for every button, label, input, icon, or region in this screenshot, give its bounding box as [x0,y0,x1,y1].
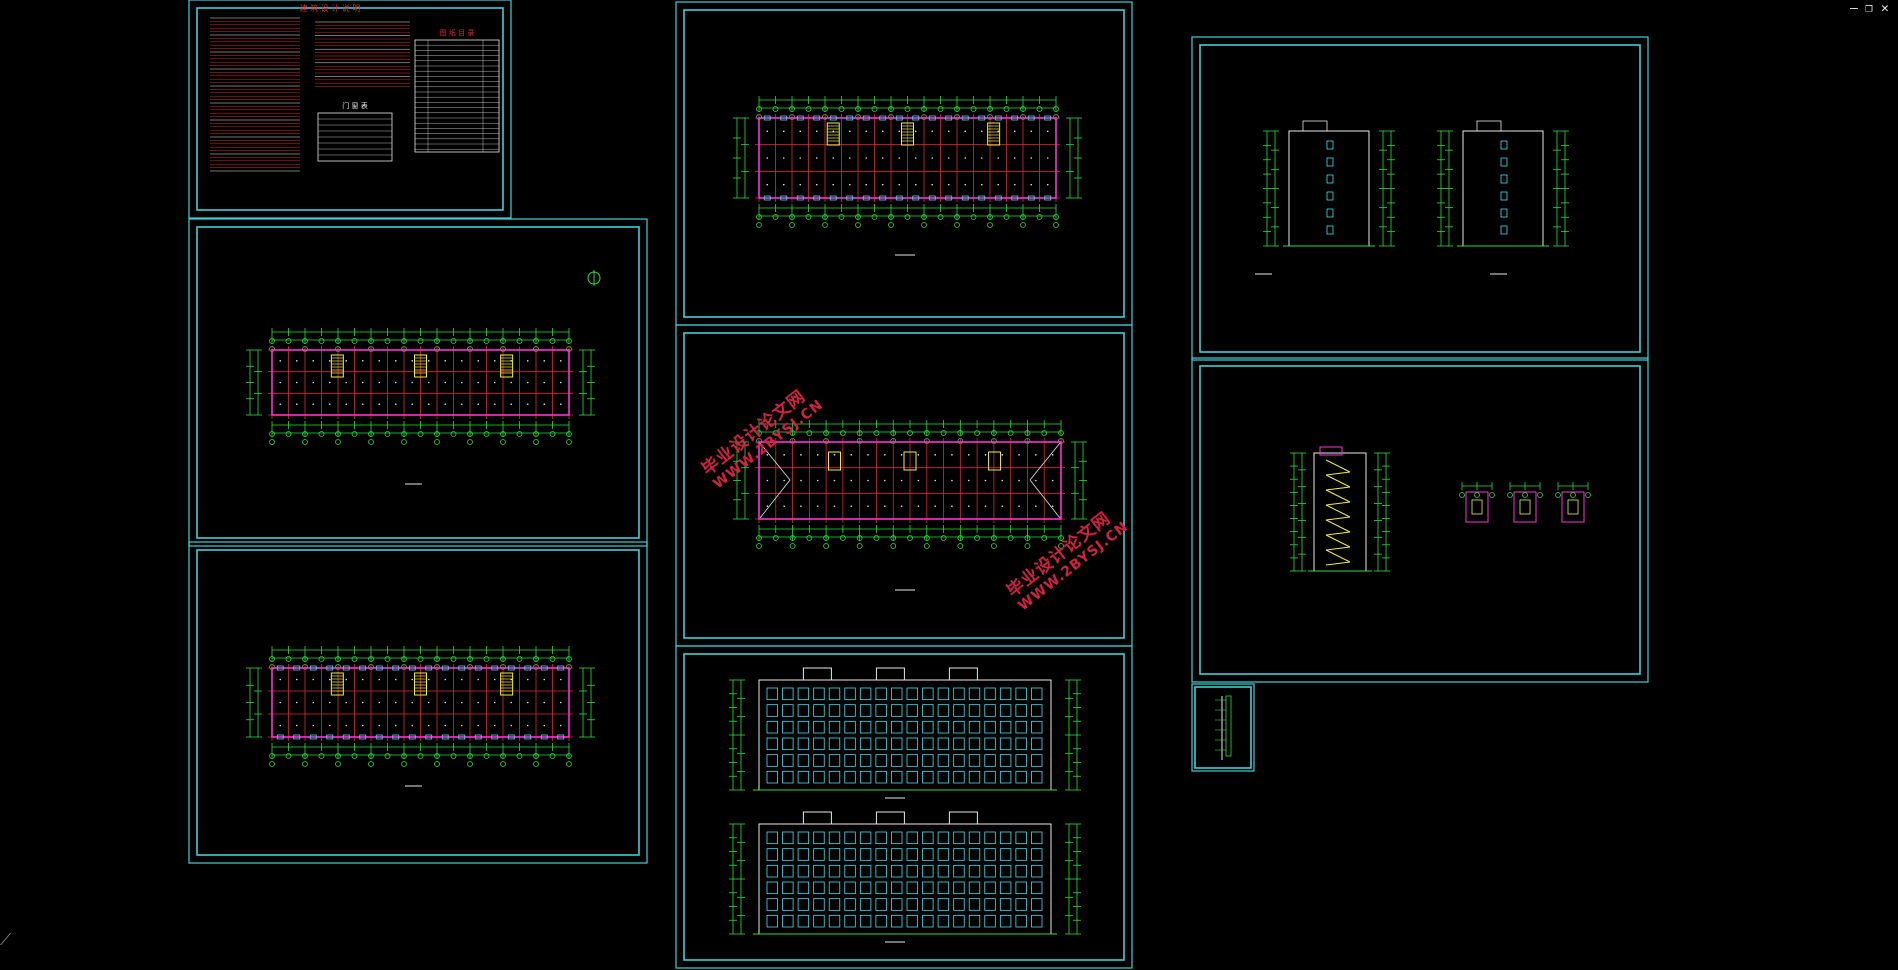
restore-icon[interactable]: ❐ [1865,1,1873,16]
table-title: 图 纸 目 录 [440,28,475,37]
sheet-elevations [675,645,1133,969]
sheet-section-details [1191,357,1649,683]
door-window-table [317,112,393,162]
sheet-standard-plan [188,541,648,864]
sheet-design-notes: 建 筑 设 计 说 明图 纸 目 录门 窗 表 [188,0,512,219]
ucs-icon: ⟋ [0,930,12,949]
detail-drawing [1459,482,1495,523]
door-table-title: 门 窗 表 [342,101,367,110]
section-drawing [1290,446,1390,572]
side-elevation [1437,120,1569,247]
detail-drawing [1507,482,1543,523]
detail-drawing [1555,482,1591,523]
sheet-roof-plan [675,324,1133,647]
side-elevation [1263,120,1395,247]
roof-slope-lines [759,442,1061,519]
sheet-title: 建 筑 设 计 说 明 [300,3,361,13]
drawing-index-table [414,39,500,153]
sheet-wall-detail [1191,683,1255,772]
sheet-ground-plan [188,218,648,547]
minimize-icon[interactable]: – [1850,1,1858,16]
close-icon[interactable]: ✕ [1881,1,1889,16]
sheet-upper-plan [675,1,1133,326]
sheet-side-elevations [1191,36,1649,361]
